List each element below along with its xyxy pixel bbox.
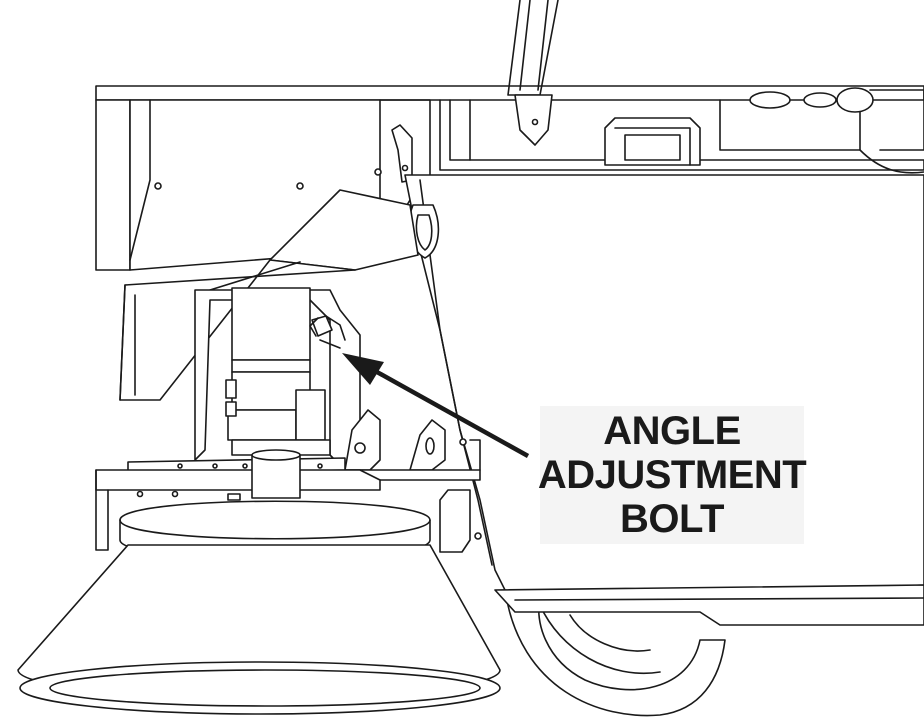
callout-label: ANGLE ADJUSTMENT BOLT (537, 406, 807, 544)
callout-line-1: ANGLE (603, 409, 741, 453)
side-brush-cone (17, 500, 501, 715)
motor-body (225, 287, 331, 456)
angle-adjustment-bolt (309, 315, 346, 349)
motor-hood (119, 189, 419, 401)
drive-components (604, 87, 924, 174)
lower-skirt (494, 584, 924, 626)
callout-line-3: BOLT (620, 497, 724, 541)
rear-tire (504, 589, 726, 717)
callout-line-2: ADJUSTMENT (537, 453, 807, 497)
top-arm (507, 0, 559, 146)
shaft-hub (227, 449, 301, 501)
callout-arrow (342, 353, 530, 458)
hinge-bracket-left (391, 124, 413, 183)
